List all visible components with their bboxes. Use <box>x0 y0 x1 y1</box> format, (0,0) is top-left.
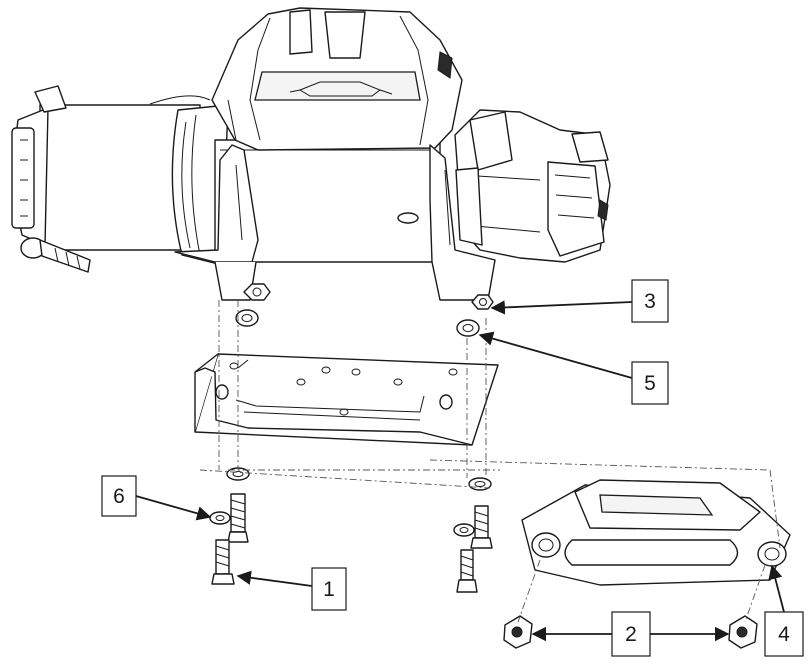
callout-label-4: 4 <box>778 623 790 646</box>
callout-label-6: 6 <box>113 485 125 508</box>
winch-body <box>11 7 611 301</box>
callout-1: 1 <box>236 567 347 611</box>
callout-3: 3 <box>490 279 669 323</box>
mounting-plate <box>194 353 499 446</box>
washer-right-lower <box>453 523 475 537</box>
callout-label-5: 5 <box>644 372 656 395</box>
bolt-left-rear <box>226 467 250 543</box>
callout-2: 2 <box>531 611 730 657</box>
nut-left <box>243 283 271 301</box>
callout-label-3: 3 <box>644 290 656 313</box>
callout-label-2: 2 <box>625 623 637 646</box>
washer-left <box>235 309 259 327</box>
socket-screw-left <box>503 615 533 649</box>
callout-label-1: 1 <box>323 578 335 601</box>
bolt-left-front <box>211 539 235 585</box>
assembly-center-lines <box>199 300 781 623</box>
callout-4: 4 <box>764 564 804 657</box>
washer-right <box>456 319 480 337</box>
callout-6: 6 <box>101 475 212 521</box>
washer-6 <box>209 511 231 525</box>
bolt-right-front <box>456 549 478 593</box>
socket-screw-right <box>728 615 758 649</box>
callout-5: 5 <box>478 331 669 405</box>
bolt-right-rear <box>468 477 493 549</box>
hawse-fairlead <box>521 479 791 586</box>
